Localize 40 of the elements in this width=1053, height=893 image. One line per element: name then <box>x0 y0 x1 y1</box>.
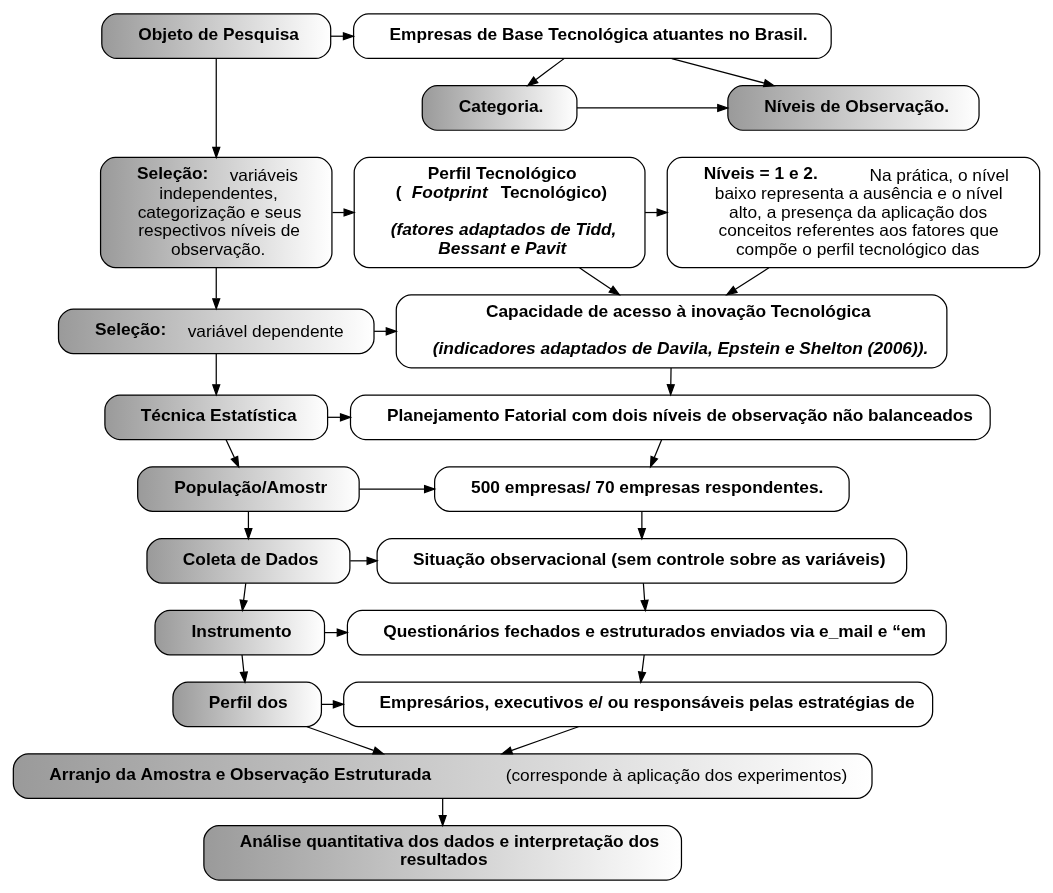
arrow <box>637 653 647 684</box>
arrow <box>649 438 663 469</box>
arrow <box>358 484 437 493</box>
node-box: Coleta de Dados <box>146 537 351 584</box>
node-box: Questionários fechados e estruturados enviados via e_mail e “em <box>346 609 947 655</box>
arrow <box>211 266 221 311</box>
node-box: Níveis = 1 e 2. Na prática, o nível baixo representa a ausência e o nível alto, a presença da aplicação dos conceitos referentes aos fatores que compõe o perfil tecnológico das <box>666 156 1041 268</box>
node-box: Perfil dos <box>172 680 323 727</box>
node-box: Objeto de Pesquisa <box>101 12 332 59</box>
node-box: Análise quantitativa dos dados e interpretação dos resultados <box>203 824 683 881</box>
node-box: Capacidade de acesso à inovação Tecnológica (indicadores adaptados de Davila, Epstein e Shelton (2006)). <box>395 293 948 368</box>
arrow <box>578 266 621 296</box>
arrow <box>671 57 776 87</box>
arrow <box>211 57 221 159</box>
node-box: Seleção: variáveis independentes, categorização e seus respectivos níveis de observação. <box>99 156 333 268</box>
node-box: Arranjo da Amostra e Observação Estruturada (corresponde à aplicação dos experimentos) <box>12 752 873 799</box>
node-box: População/Amostr <box>137 465 360 512</box>
arrow <box>576 103 730 112</box>
node-box: Instrumento <box>154 609 326 655</box>
arrow <box>239 582 248 612</box>
node-box: 500 empresas/ 70 empresas respondentes. <box>434 465 850 512</box>
node-box: Situação observacional (sem controle sobre as variáveis) <box>376 537 908 584</box>
node-box: Perfil Tecnológico (Footprint Tecnológico) (fatores adaptados de Tidd, Bessant e Pavit <box>353 156 646 268</box>
arrow <box>500 725 580 754</box>
arrow <box>725 266 770 296</box>
arrow <box>239 653 249 684</box>
arrow <box>526 57 565 87</box>
arrow <box>666 366 676 396</box>
node-box: Empresários, executivos e/ ou responsáveis pelas estratégias de <box>343 680 934 727</box>
node-box: Técnica Estatística <box>104 393 329 440</box>
arrow <box>225 438 240 468</box>
node-box: Planejamento Fatorial com dois níveis de observação não balanceados <box>349 393 991 440</box>
node-box: Categoria. <box>421 84 578 131</box>
arrow <box>306 725 386 754</box>
node-box: Empresas de Base Tecnológica atuantes no Brasil. <box>352 12 832 59</box>
arrow <box>211 352 221 397</box>
arrow <box>640 582 649 612</box>
arrow <box>637 510 647 540</box>
node-box: Seleção: variável dependente <box>57 307 375 354</box>
node-box: Níveis de Observação. <box>727 84 980 131</box>
